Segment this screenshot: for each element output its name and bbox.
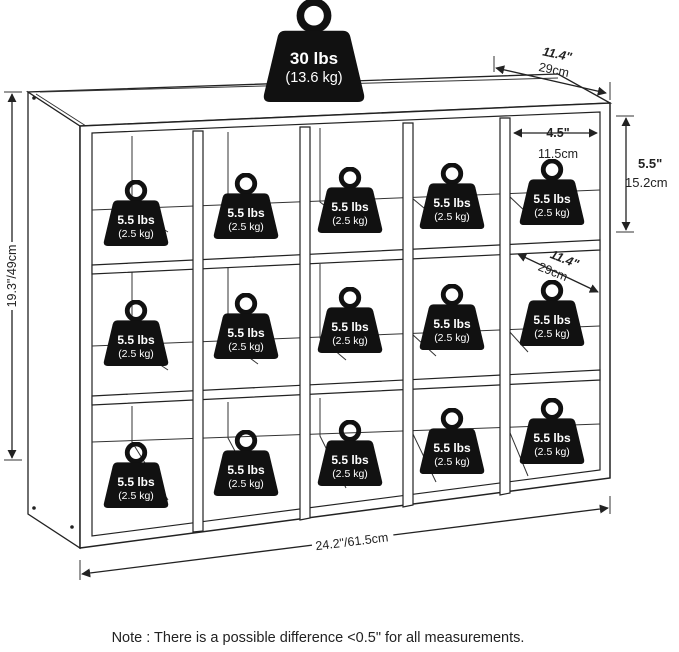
weight-icon: 5.5 lbs(2.5 kg) <box>520 161 584 225</box>
cube-weight-lbs: 5.5 lbs <box>433 196 471 210</box>
cube-weight-kg: (2.5 kg) <box>434 332 470 344</box>
cube-weight-kg: (2.5 kg) <box>434 456 470 468</box>
cube-weight-lbs: 5.5 lbs <box>533 431 571 445</box>
weight-icon: 5.5 lbs(2.5 kg) <box>520 282 584 346</box>
cube-weight-lbs: 5.5 lbs <box>433 317 471 331</box>
cube-weight-lbs: 5.5 lbs <box>433 441 471 455</box>
total-height-label: 19.3"/49cm <box>5 245 19 308</box>
weight-icon: 5.5 lbs(2.5 kg) <box>420 410 484 474</box>
weight-icon: 5.5 lbs(2.5 kg) <box>214 295 278 359</box>
weight-icon: 5.5 lbs(2.5 kg) <box>520 400 584 464</box>
cube-weight-kg: (2.5 kg) <box>118 348 154 360</box>
cube-weight-lbs: 5.5 lbs <box>533 192 571 206</box>
cube-weight-kg: (2.5 kg) <box>534 446 570 458</box>
cube-weight-lbs: 5.5 lbs <box>331 320 369 334</box>
cube-weight-kg: (2.5 kg) <box>332 215 368 227</box>
weight-icon: 5.5 lbs(2.5 kg) <box>318 289 382 353</box>
cube-weight-kg: (2.5 kg) <box>534 328 570 340</box>
cube-weight-lbs: 5.5 lbs <box>331 200 369 214</box>
top-depth-cm: 29cm <box>537 60 570 80</box>
cube-weight-lbs: 5.5 lbs <box>331 453 369 467</box>
cube-weight-kg: (2.5 kg) <box>534 207 570 219</box>
cube-weight-kg: (2.5 kg) <box>332 335 368 347</box>
cube-weight-kg: (2.5 kg) <box>228 478 264 490</box>
cube-weight-kg: (2.5 kg) <box>118 228 154 240</box>
weight-icon: 5.5 lbs(2.5 kg) <box>104 302 168 366</box>
cube-width-in: 4.5" <box>546 126 569 140</box>
cube-weight-kg: (2.5 kg) <box>228 221 264 233</box>
weight-icon: 5.5 lbs(2.5 kg) <box>420 286 484 350</box>
total-weight-kg: (13.6 kg) <box>285 70 342 86</box>
weight-icon: 5.5 lbs(2.5 kg) <box>318 169 382 233</box>
cube-weights: 5.5 lbs(2.5 kg) 5.5 lbs(2.5 kg) 5.5 lbs(… <box>104 161 584 508</box>
cube-weight-lbs: 5.5 lbs <box>117 213 155 227</box>
weight-icon: 5.5 lbs(2.5 kg) <box>214 432 278 496</box>
cube-height-in: 5.5" <box>638 156 662 171</box>
cube-weight-lbs: 5.5 lbs <box>227 206 265 220</box>
weight-icon: 5.5 lbs(2.5 kg) <box>420 165 484 229</box>
weight-icon: 5.5 lbs(2.5 kg) <box>104 444 168 508</box>
measurement-note: Note : There is a possible difference <0… <box>112 630 525 646</box>
top-depth-in: 11.4" <box>541 44 574 64</box>
cube-weight-kg: (2.5 kg) <box>118 490 154 502</box>
cube-width-cm: 11.5cm <box>538 147 578 161</box>
cube-weight-lbs: 5.5 lbs <box>533 313 571 327</box>
cube-weight-kg: (2.5 kg) <box>434 211 470 223</box>
cube-weight-lbs: 5.5 lbs <box>117 333 155 347</box>
dividers <box>192 117 511 533</box>
cube-height-cm: 15.2cm <box>625 175 668 190</box>
total-weight-lbs: 30 lbs <box>290 49 338 68</box>
cube-weight-lbs: 5.5 lbs <box>227 326 265 340</box>
cube-weight-lbs: 5.5 lbs <box>117 475 155 489</box>
cube-weight-kg: (2.5 kg) <box>332 468 368 480</box>
shelves <box>91 239 601 406</box>
cube-weight-kg: (2.5 kg) <box>228 341 264 353</box>
cube-weight-lbs: 5.5 lbs <box>227 463 265 477</box>
weight-icon: 5.5 lbs(2.5 kg) <box>318 422 382 486</box>
dimension-labels: 11.4" 29cm 4.5" 11.5cm 5.5" 15.2cm 11.4"… <box>4 44 668 555</box>
total-weight-icon: 30 lbs (13.6 kg) <box>264 2 364 102</box>
weight-icon: 5.5 lbs(2.5 kg) <box>104 182 168 246</box>
weight-icon: 5.5 lbs(2.5 kg) <box>214 175 278 239</box>
